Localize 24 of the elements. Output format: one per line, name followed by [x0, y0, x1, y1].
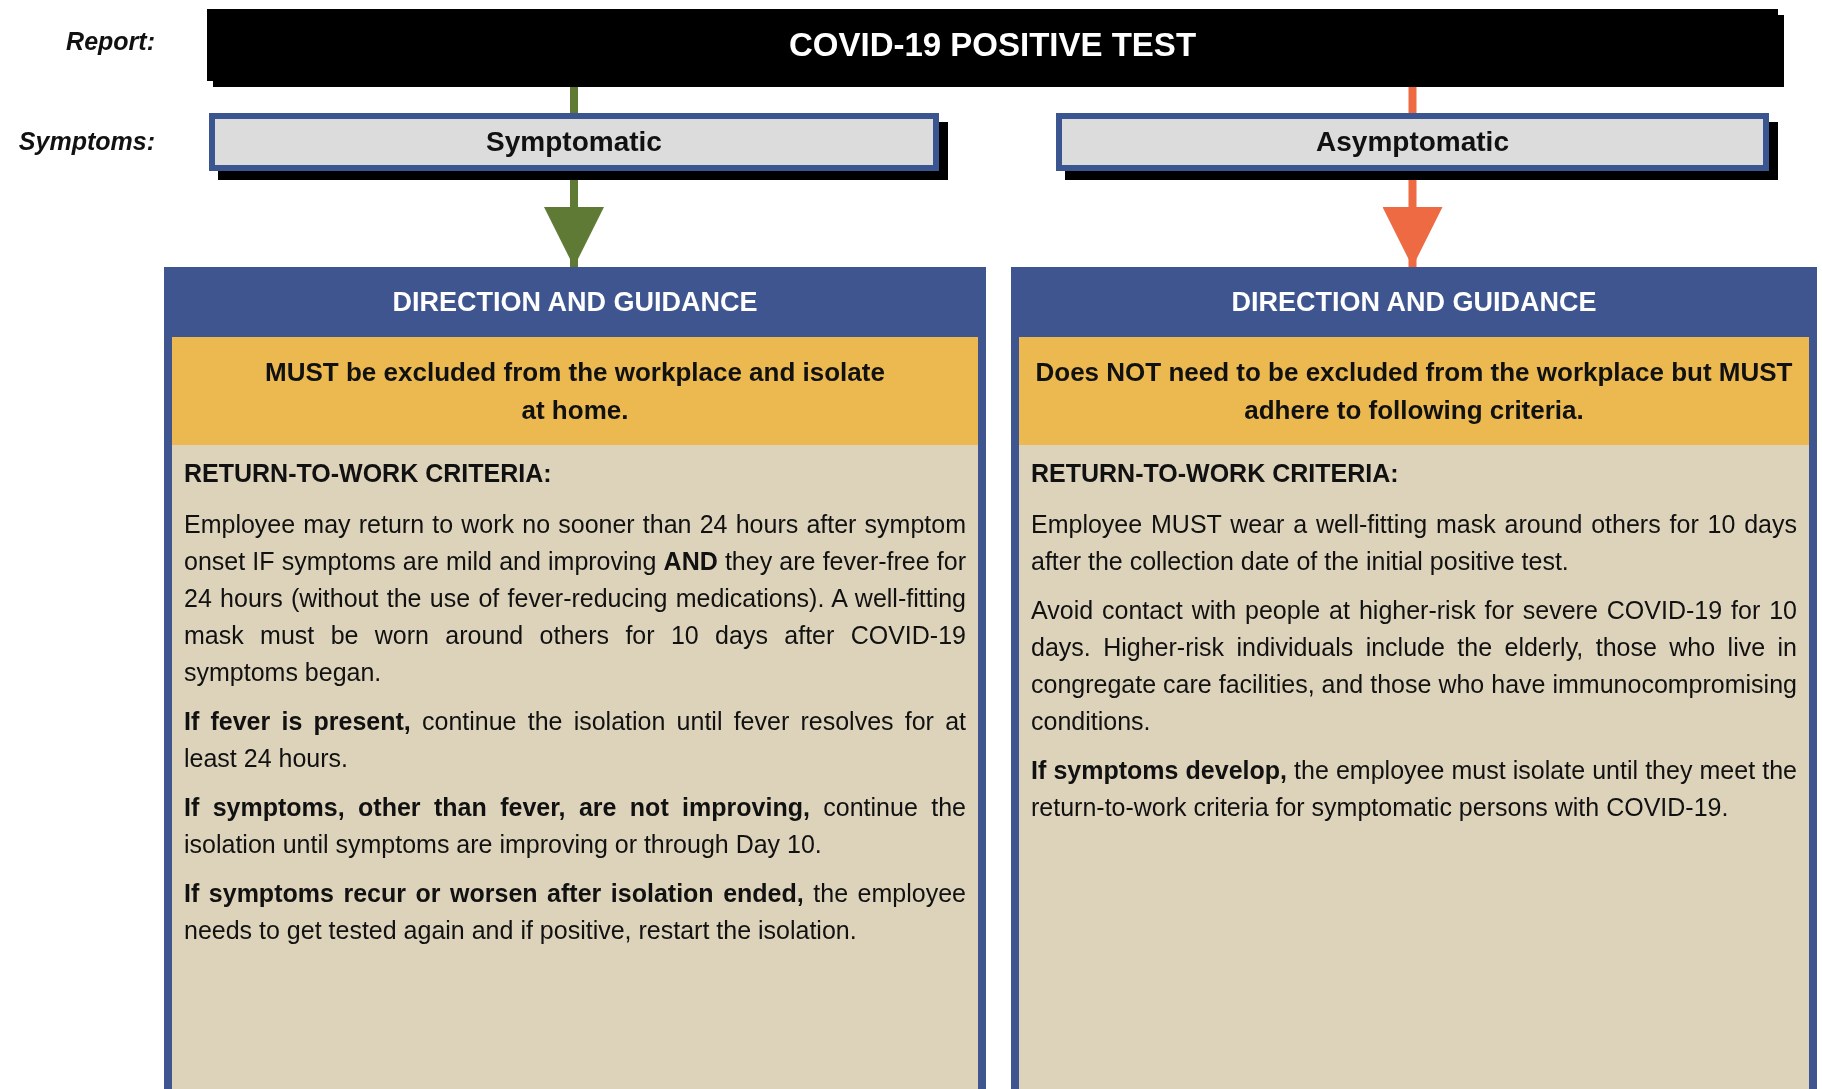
- category-label: Asymptomatic: [1316, 126, 1509, 158]
- instruction-banner: [1019, 337, 1809, 445]
- panel-heading: DIRECTION AND GUIDANCE: [391, 286, 759, 319]
- banner-text: Does NOT need to be excluded from the workplace but MUST adhere to following criteria.: [1034, 356, 1794, 427]
- section-heading: RETURN-TO-WORK CRITERIA:: [1031, 458, 1400, 489]
- banner-text: MUST be excluded from the workplace and isolate at home.: [265, 356, 885, 427]
- paragraph: If symptoms, other than fever, are not improving, continue the isolation until symptoms are improving or through Day 10.: [184, 792, 966, 860]
- paragraph: If symptoms recur or worsen after isolation ended, the employee needs to get tested again and if positive, restart the isolation.: [184, 878, 966, 946]
- paragraph: Employee may return to work no sooner than 24 hours after symptom onset IF symptoms are mild and improving AND they are fever-free for 24 hours (without the use of fever-reducing medications). A well-fitting mask must be worn around others for 10 days after COVID-19 symptoms began.: [184, 509, 966, 688]
- category-label: Symptomatic: [486, 126, 662, 158]
- guidance-panel: [164, 267, 986, 1089]
- title-text: COVID-19 POSITIVE TEST: [788, 26, 1197, 64]
- instruction-banner: [172, 337, 978, 445]
- panel-heading: DIRECTION AND GUIDANCE: [1230, 286, 1598, 319]
- criteria-panel: [172, 445, 978, 1089]
- row-label: Report:: [66, 27, 155, 56]
- paragraph: Avoid contact with people at higher-risk for severe COVID-19 for 10 days. Higher-risk individuals include the elderly, those who live in congregate care facilities, and those who have immunocompromising conditions.: [1031, 595, 1797, 737]
- paragraph: If symptoms develop, the employee must isolate until they meet the return-to-work criteria for symptomatic persons with COVID-19.: [1031, 755, 1797, 823]
- paragraph: Employee MUST wear a well-fitting mask around others for 10 days after the collection date of the initial positive test.: [1031, 509, 1797, 577]
- section-heading: RETURN-TO-WORK CRITERIA:: [184, 458, 553, 489]
- guidance-panel: [1011, 267, 1817, 1089]
- paragraph: If fever is present, continue the isolation until fever resolves for at least 24 hours.: [184, 706, 966, 774]
- criteria-panel: [1019, 445, 1809, 1089]
- row-label: Symptoms:: [18, 127, 155, 156]
